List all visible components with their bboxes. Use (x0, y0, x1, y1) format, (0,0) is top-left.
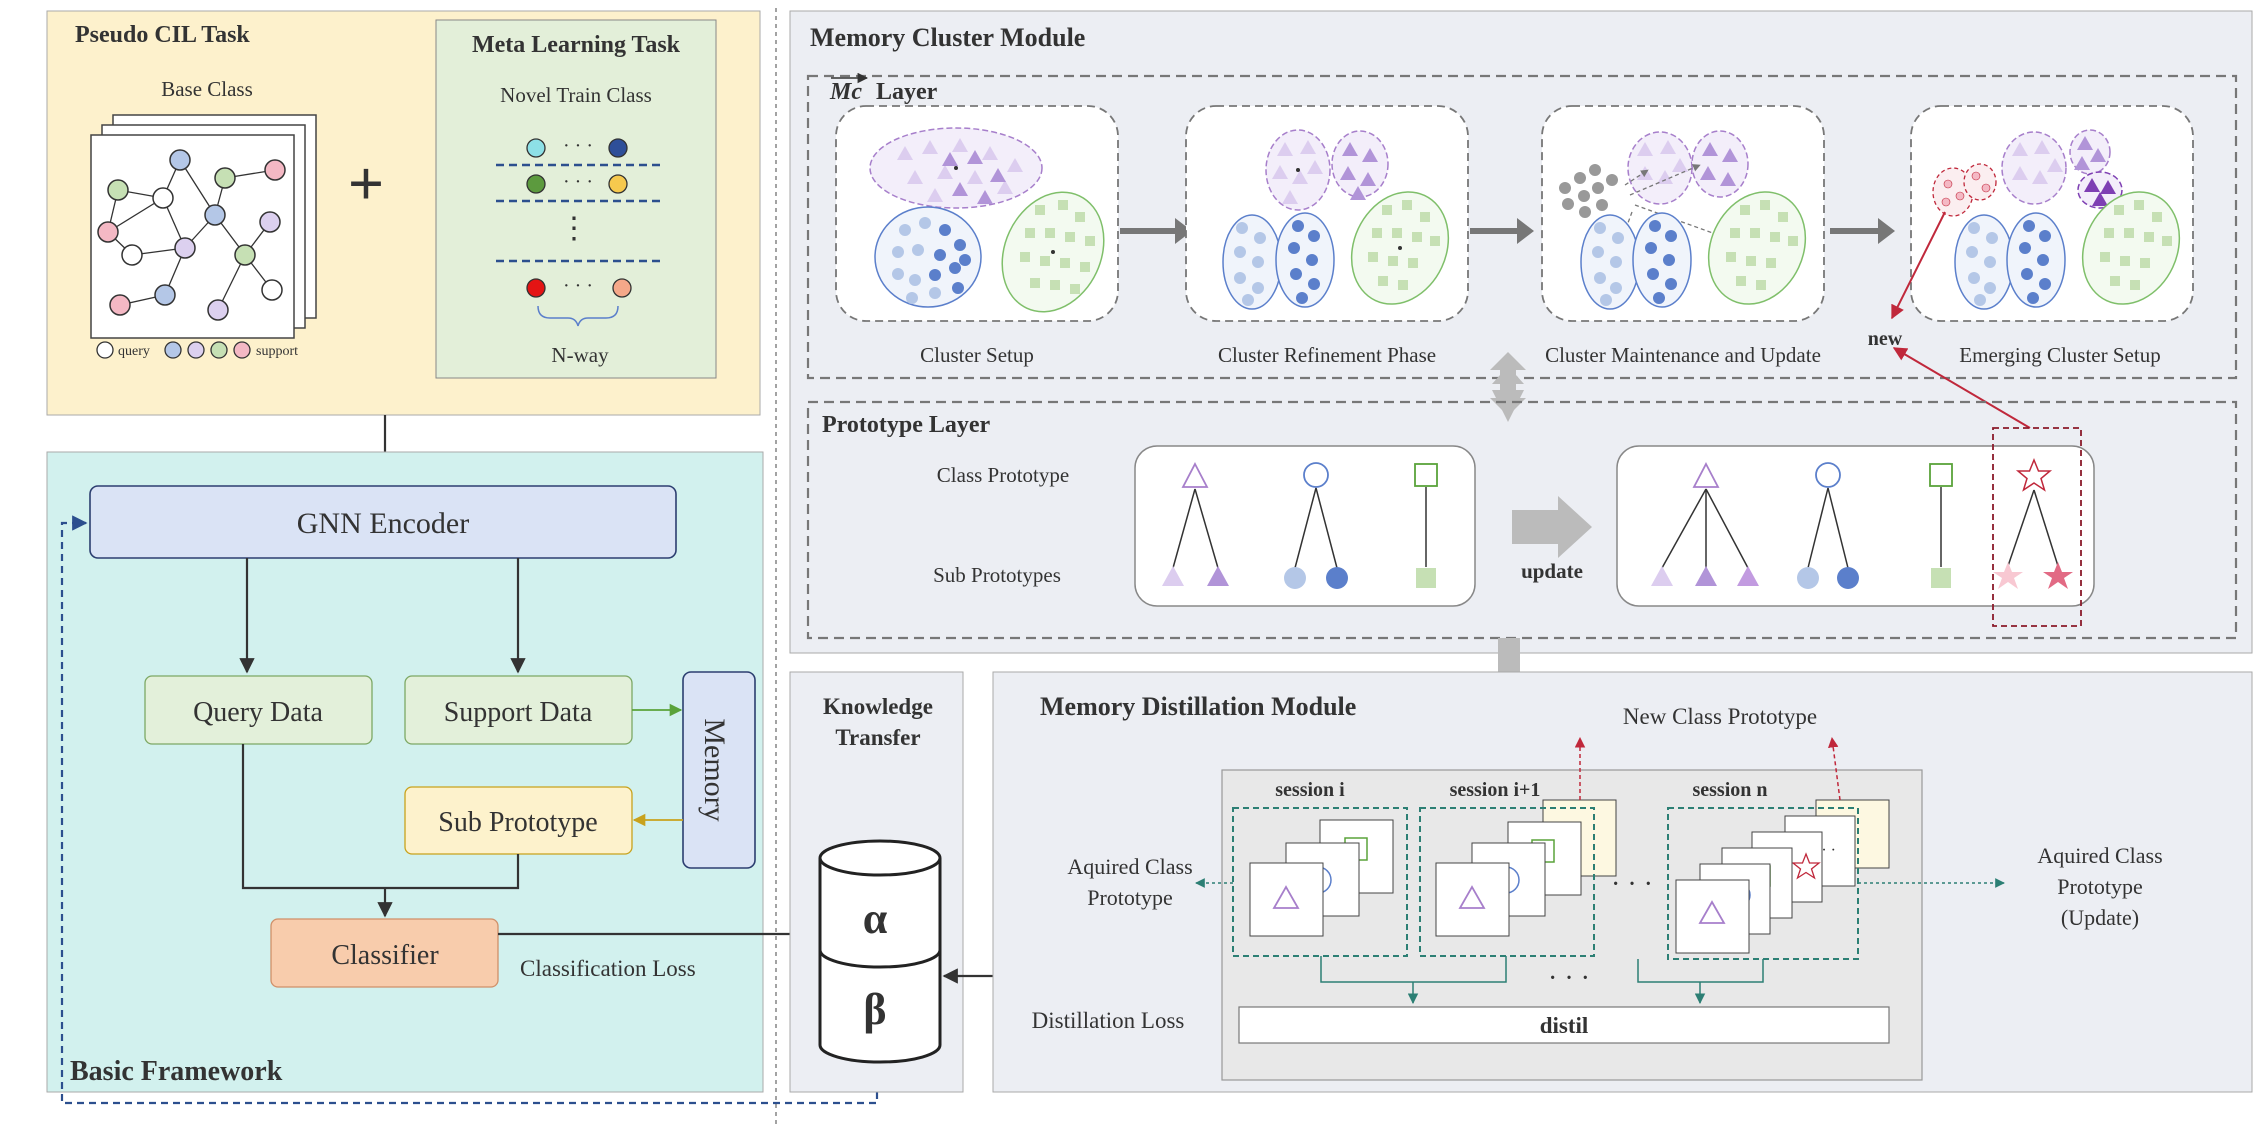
meta-learning-task-panel: Meta Learning Task Novel Train Class · ·… (435, 19, 717, 379)
legend-query-label: query (118, 344, 150, 359)
graph-legend: query support (96, 341, 298, 359)
mc-layer-label: Layer (876, 79, 938, 105)
mc-layer-box (806, 74, 2238, 380)
n-way-label: N-way (551, 343, 609, 367)
update-arrow (1512, 496, 1592, 558)
stage-label-1: Cluster Setup (920, 343, 1034, 367)
session-i-group (1232, 807, 1408, 957)
sub-prototype-label: Sub Prototype (438, 807, 597, 838)
pseudo-cil-title: Pseudo CIL Task (75, 22, 250, 48)
memory-box (682, 671, 756, 869)
basic-framework-title: Basic Framework (70, 1056, 283, 1087)
support-data-label: Support Data (444, 697, 593, 728)
prototype-layer-title: Prototype Layer (822, 412, 991, 438)
new-prototype-group (1992, 427, 2082, 627)
update-label: update (1521, 559, 1583, 583)
distillation-title: Memory Distillation Module (1040, 692, 1356, 721)
prototype-layer-box (806, 400, 2238, 640)
row3-ellipsis: · · · (563, 275, 593, 297)
base-class-label: Base Class (161, 77, 253, 101)
row1-ellipsis: · · · (563, 135, 593, 157)
prototype-tree-after (1616, 445, 2095, 607)
session-dots: · · · (1611, 869, 1653, 900)
memory-cluster-title: Memory Cluster Module (810, 23, 1085, 52)
distil-box (1238, 1006, 1890, 1044)
session-i1-group (1419, 736, 1617, 957)
novel-train-class-label: Novel Train Class (500, 83, 652, 107)
session-i-label: session i (1275, 779, 1345, 801)
distillation-loss-label: Distillation Loss (1032, 1008, 1185, 1033)
sub-prototypes-label: Sub Prototypes (933, 563, 1061, 587)
class-prototype-label: Class Prototype (937, 463, 1069, 487)
prototype-tree-before (1134, 445, 1476, 607)
knowledge-transfer-title-1: Knowledge (823, 694, 933, 719)
legend-support-label: support (256, 344, 298, 359)
classifier-box (270, 918, 499, 988)
stage-label-2: Cluster Refinement Phase (1218, 343, 1436, 367)
gnn-encoder-box (89, 485, 677, 559)
row2-ellipsis: · · · (563, 171, 593, 193)
acquired-left-line1: Aquired Class (1067, 854, 1192, 879)
memory-label: Memory (698, 718, 731, 821)
knowledge-transfer-panel: Knowledge Transfer α β (789, 671, 964, 1093)
memory-distillation-module: Memory Distillation Module New Class Pro… (992, 671, 2253, 1093)
memory-cluster-module: Memory Cluster Module Mc Layer (789, 10, 2253, 654)
distil-dots: · · · (1548, 963, 1590, 994)
pseudo-cil-task-panel: Pseudo CIL Task Base Class (46, 10, 761, 416)
emerging-cluster-stage (1910, 105, 2194, 322)
vertical-ellipsis: ⋮ (559, 212, 589, 245)
base-class-graph (90, 114, 317, 339)
query-data-label: Query Data (193, 697, 323, 728)
new-class-prototype-label: New Class Prototype (1623, 704, 1817, 729)
basic-framework-panel: GNN Encoder Query Data Support Data Memo… (46, 451, 764, 1093)
acquired-right-line3: (Update) (2061, 905, 2139, 930)
alpha-symbol: α (863, 894, 888, 943)
session-n-group: · · · (1667, 736, 1890, 960)
new-label: new (1868, 328, 1903, 350)
session-i1-label: session i+1 (1450, 779, 1541, 801)
plus-sign: + (348, 148, 384, 219)
session-n-label: session n (1692, 779, 1767, 801)
cluster-refinement-stage (1185, 105, 1469, 322)
knowledge-transfer-title-2: Transfer (835, 725, 920, 750)
query-data-box (144, 675, 373, 745)
distil-label: distil (1540, 1013, 1589, 1038)
acquired-left-line2: Prototype (1087, 885, 1173, 910)
mc-symbol: Mc (829, 79, 862, 105)
cluster-maintenance-stage (1541, 105, 1825, 322)
stage-label-3: Cluster Maintenance and Update (1545, 343, 1821, 367)
alpha-beta-database-icon (818, 839, 942, 1064)
gnn-encoder-label: GNN Encoder (297, 507, 469, 540)
classification-loss-label: Classification Loss (520, 956, 696, 981)
classifier-label: Classifier (331, 940, 439, 971)
acquired-right-line1: Aquired Class (2037, 843, 2162, 868)
stage-label-4: Emerging Cluster Setup (1959, 343, 2160, 367)
cluster-setup-stage (835, 105, 1119, 322)
acquired-right-line2: Prototype (2057, 874, 2143, 899)
beta-symbol: β (863, 985, 886, 1034)
meta-learning-title: Meta Learning Task (472, 32, 681, 58)
